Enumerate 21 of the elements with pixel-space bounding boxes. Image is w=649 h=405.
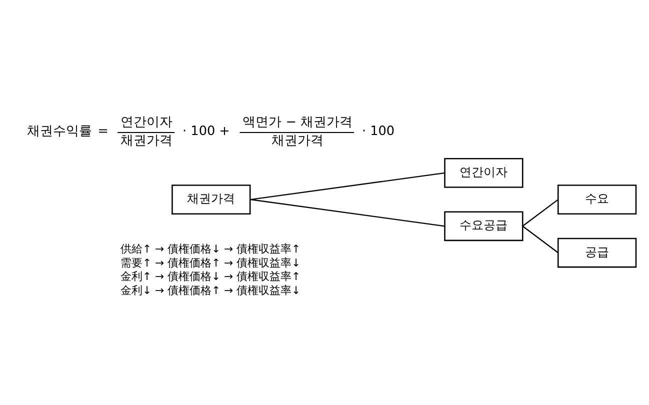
label: 金利↓ → 債権価格↑ → 債権収益率↓ [120, 284, 301, 297]
label: 액면가 − 채권가격 [242, 115, 353, 130]
label: 채권가격 [271, 134, 324, 149]
label: 供給↑ → 債権価格↓ → 債権収益率↑ [120, 242, 301, 256]
connector [522, 199, 558, 227]
connector [522, 226, 558, 254]
label: · 100 + [182, 124, 230, 139]
label: 金利↑ → 債権価格↓ → 債権収益率↑ [120, 270, 301, 284]
label: 需要↑ → 債権価格↑ → 債権収益率↓ [120, 256, 301, 270]
label: = [98, 124, 109, 139]
node-box: 수요 [557, 184, 637, 214]
connector [250, 198, 445, 227]
node-box: 연간이자 [444, 158, 524, 188]
connector [250, 172, 445, 200]
label: · 100 [362, 124, 395, 139]
label: 채권수익률 [26, 124, 92, 139]
label: 채권가격 [120, 134, 172, 149]
node-box: 공급 [557, 238, 637, 268]
node-box: 채권가격 [172, 184, 251, 214]
node-box: 수요공급 [444, 211, 524, 242]
label: 연간이자 [120, 115, 172, 130]
